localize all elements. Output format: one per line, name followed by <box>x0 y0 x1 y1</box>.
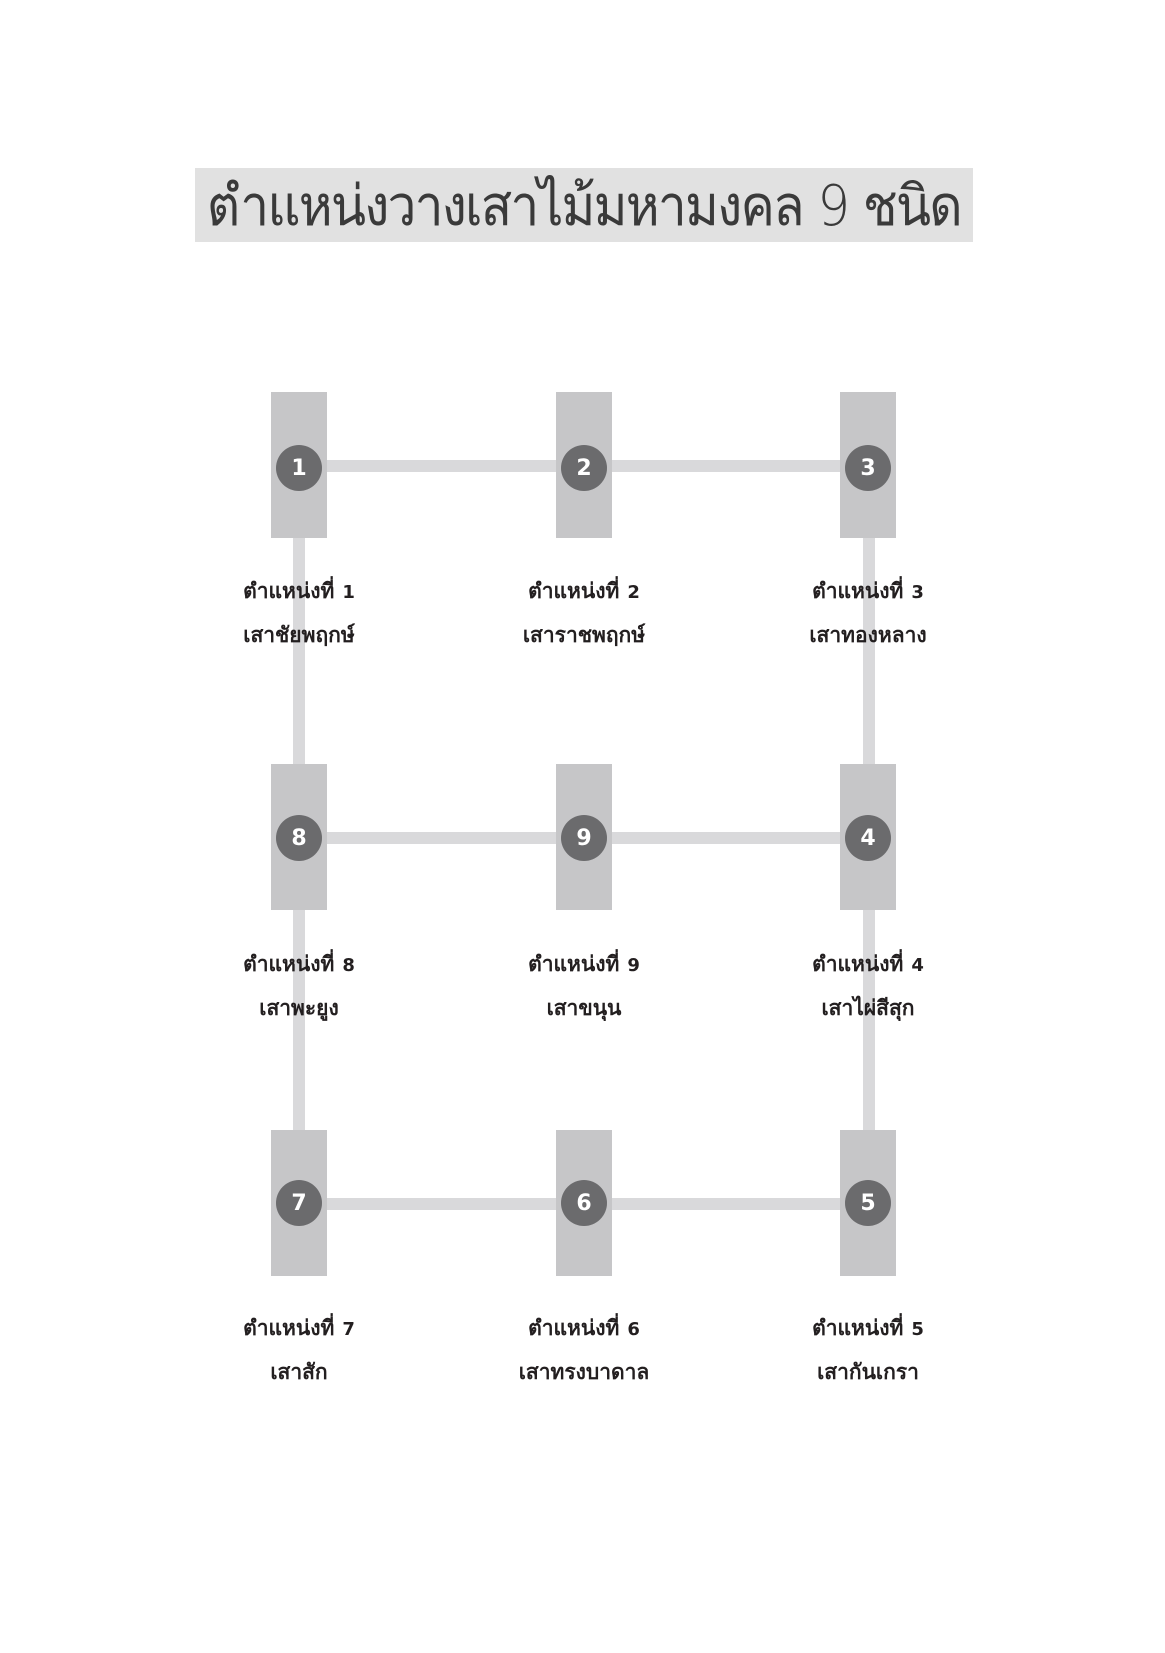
position-label: ตำแหน่งที่ <box>528 579 620 603</box>
caption-8-position: ตำแหน่งที่ 8 <box>189 943 409 987</box>
position-label: ตำแหน่งที่ <box>812 952 904 976</box>
caption-8: ตำแหน่งที่ 8 เสาพะยูง <box>189 943 409 1029</box>
position-marker-8: 8 <box>276 815 322 861</box>
post-name-1: เสาชัยพฤกษ์ <box>243 623 355 647</box>
caption-3-position: ตำแหน่งที่ 3 <box>758 570 978 614</box>
post-name-5: เสากันเกรา <box>817 1360 919 1384</box>
position-number: 5 <box>911 1319 924 1340</box>
caption-6-position: ตำแหน่งที่ 6 <box>474 1307 694 1351</box>
caption-5-position: ตำแหน่งที่ 5 <box>758 1307 978 1351</box>
post-name-9: เสาขนุน <box>546 996 622 1020</box>
position-number: 2 <box>627 582 640 603</box>
position-label: ตำแหน่งที่ <box>243 579 335 603</box>
position-marker-7: 7 <box>276 1180 322 1226</box>
position-marker-2: 2 <box>561 445 607 491</box>
position-label: ตำแหน่งที่ <box>812 579 904 603</box>
caption-4-position: ตำแหน่งที่ 4 <box>758 943 978 987</box>
caption-3: ตำแหน่งที่ 3 เสาทองหลาง <box>758 570 978 656</box>
caption-9: ตำแหน่งที่ 9 เสาขนุน <box>474 943 694 1029</box>
caption-2: ตำแหน่งที่ 2 เสาราชพฤกษ์ <box>474 570 694 656</box>
title-banner: ตำแหน่งวางเสาไม้มหามงคล 9 ชนิด <box>195 168 973 242</box>
caption-2-position: ตำแหน่งที่ 2 <box>474 570 694 614</box>
caption-1: ตำแหน่งที่ 1 เสาชัยพฤกษ์ <box>189 570 409 656</box>
position-marker-6: 6 <box>561 1180 607 1226</box>
position-marker-5: 5 <box>845 1180 891 1226</box>
position-label: ตำแหน่งที่ <box>812 1316 904 1340</box>
post-name-4: เสาไผ่สีสุก <box>821 996 915 1020</box>
post-name-2: เสาราชพฤกษ์ <box>522 623 646 647</box>
caption-7: ตำแหน่งที่ 7 เสาสัก <box>189 1307 409 1393</box>
position-number: 8 <box>342 955 355 976</box>
position-marker-1: 1 <box>276 445 322 491</box>
post-name-6: เสาทรงบาดาล <box>518 1360 650 1384</box>
caption-5: ตำแหน่งที่ 5 เสากันเกรา <box>758 1307 978 1393</box>
position-marker-9: 9 <box>561 815 607 861</box>
position-number: 1 <box>342 582 355 603</box>
position-number: 7 <box>342 1319 355 1340</box>
caption-1-position: ตำแหน่งที่ 1 <box>189 570 409 614</box>
position-label: ตำแหน่งที่ <box>528 1316 620 1340</box>
position-label: ตำแหน่งที่ <box>528 952 620 976</box>
caption-7-position: ตำแหน่งที่ 7 <box>189 1307 409 1351</box>
position-number: 6 <box>627 1319 640 1340</box>
caption-9-position: ตำแหน่งที่ 9 <box>474 943 694 987</box>
post-name-7: เสาสัก <box>270 1360 328 1384</box>
position-marker-4: 4 <box>845 815 891 861</box>
page-title: ตำแหน่งวางเสาไม้มหามงคล 9 ชนิด <box>206 173 963 239</box>
position-number: 3 <box>911 582 924 603</box>
position-marker-3: 3 <box>845 445 891 491</box>
position-label: ตำแหน่งที่ <box>243 952 335 976</box>
caption-6: ตำแหน่งที่ 6 เสาทรงบาดาล <box>474 1307 694 1393</box>
position-number: 4 <box>911 955 924 976</box>
caption-4: ตำแหน่งที่ 4 เสาไผ่สีสุก <box>758 943 978 1029</box>
post-name-3: เสาทองหลาง <box>809 623 927 647</box>
post-name-8: เสาพะยูง <box>259 996 339 1020</box>
position-label: ตำแหน่งที่ <box>243 1316 335 1340</box>
position-number: 9 <box>627 955 640 976</box>
